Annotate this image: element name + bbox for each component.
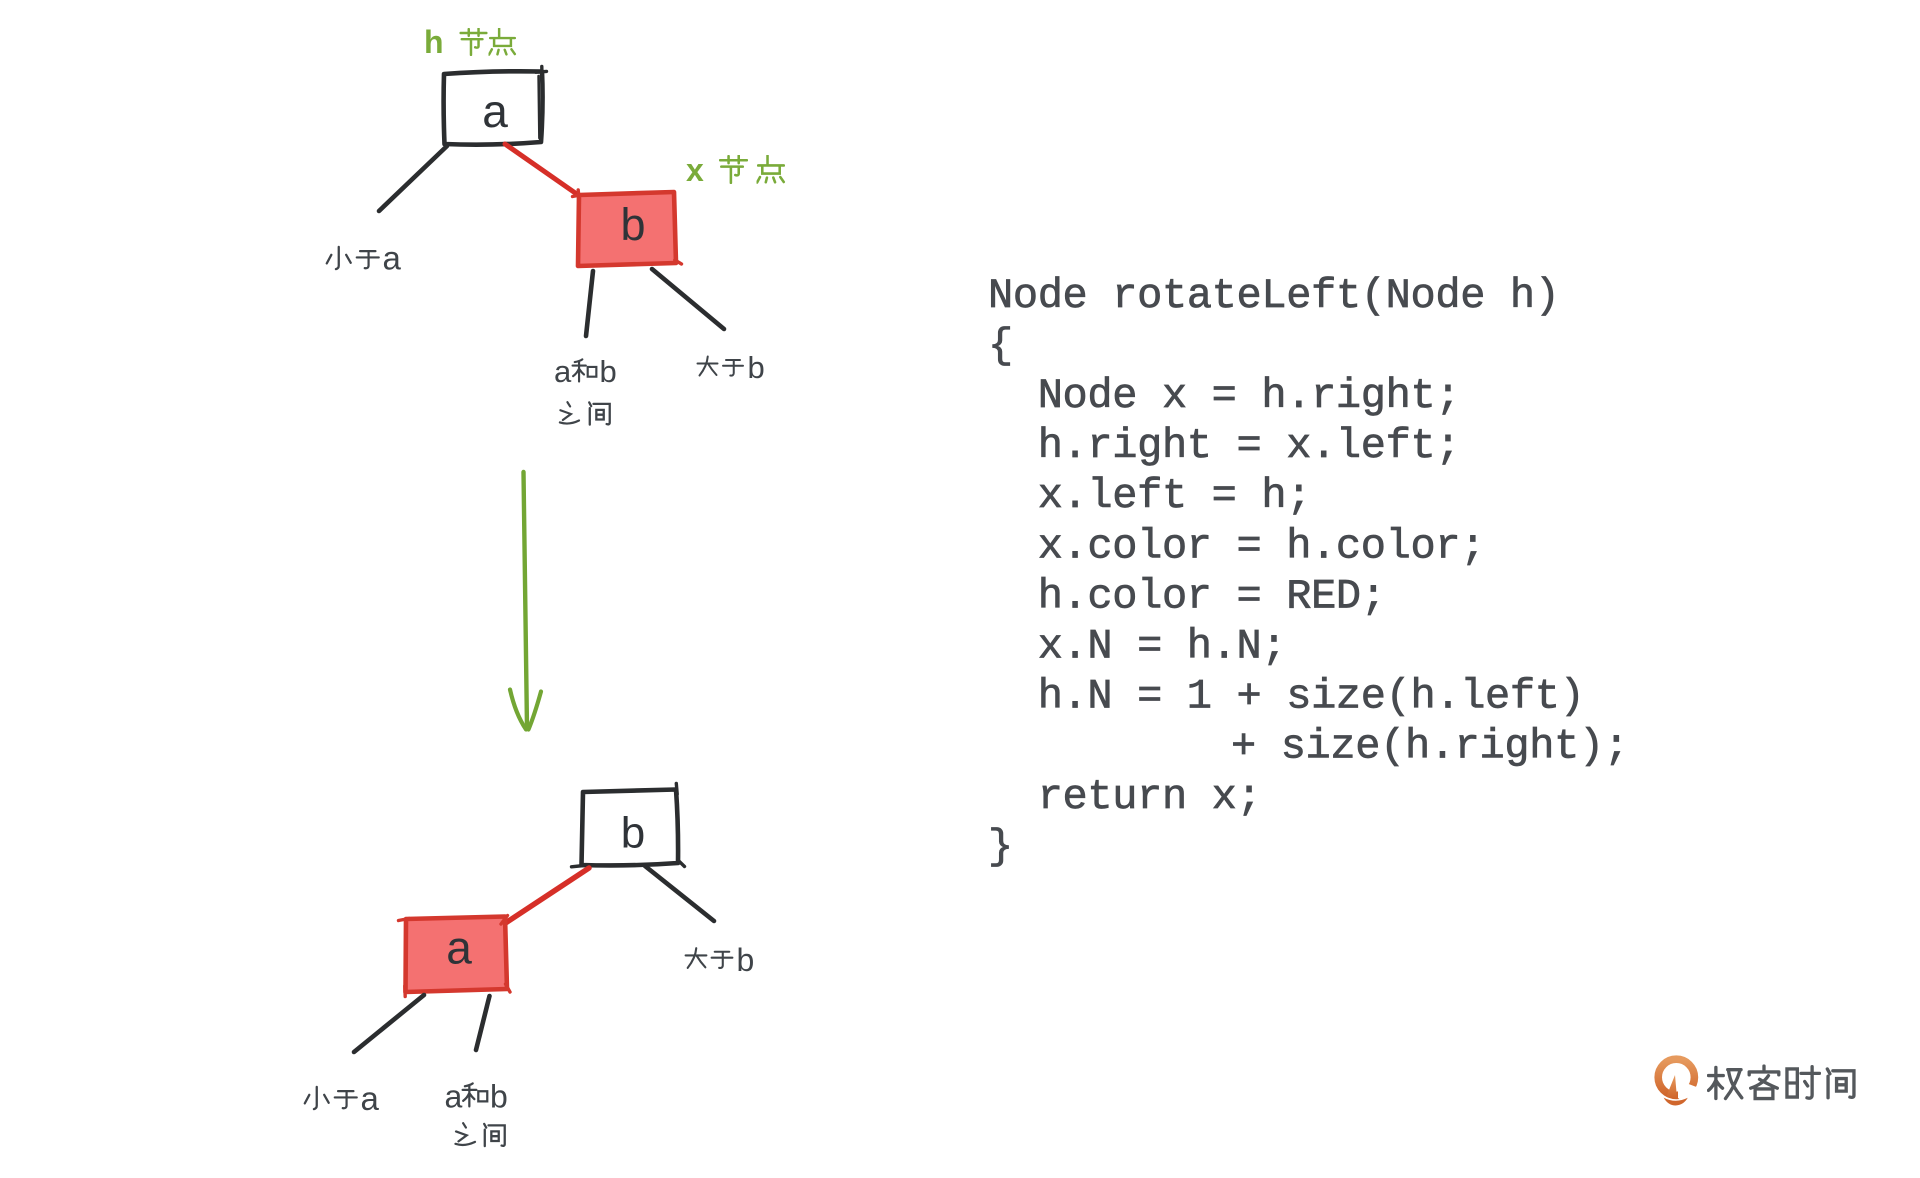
svg-text:b: b	[490, 1079, 508, 1115]
svg-text:h.color = RED;: h.color = RED;	[1038, 572, 1386, 620]
svg-text:x.left = h;: x.left = h;	[1038, 472, 1311, 520]
svg-text:x.N = h.N;: x.N = h.N;	[1038, 623, 1287, 671]
svg-text:a: a	[445, 1079, 463, 1115]
svg-text:a: a	[361, 1080, 380, 1117]
svg-text:b: b	[620, 199, 645, 250]
svg-text:+ size(h.right);: + size(h.right);	[1231, 723, 1629, 771]
svg-text:a: a	[482, 85, 508, 137]
svg-text:b: b	[748, 350, 765, 385]
svg-text:return x;: return x;	[1038, 773, 1262, 821]
svg-text:}: }	[988, 823, 1013, 871]
svg-text:b: b	[600, 354, 617, 389]
svg-text:x.color = h.color;: x.color = h.color;	[1038, 522, 1485, 570]
svg-text:b: b	[621, 809, 645, 858]
svg-text:a: a	[383, 240, 402, 277]
svg-text:a: a	[554, 354, 572, 389]
svg-text:Node rotateLeft(Node h): Node rotateLeft(Node h)	[988, 272, 1560, 320]
svg-text:Node x = h.right;: Node x = h.right;	[1038, 372, 1461, 420]
svg-text:h.N = 1 + size(h.left): h.N = 1 + size(h.left)	[1038, 673, 1585, 721]
svg-text:b: b	[737, 942, 755, 978]
svg-text:a: a	[446, 922, 472, 974]
svg-text:h: h	[424, 24, 444, 60]
svg-text:{: {	[988, 322, 1013, 370]
svg-text:h.right = x.left;: h.right = x.left;	[1038, 422, 1461, 470]
svg-text:x: x	[686, 152, 704, 188]
